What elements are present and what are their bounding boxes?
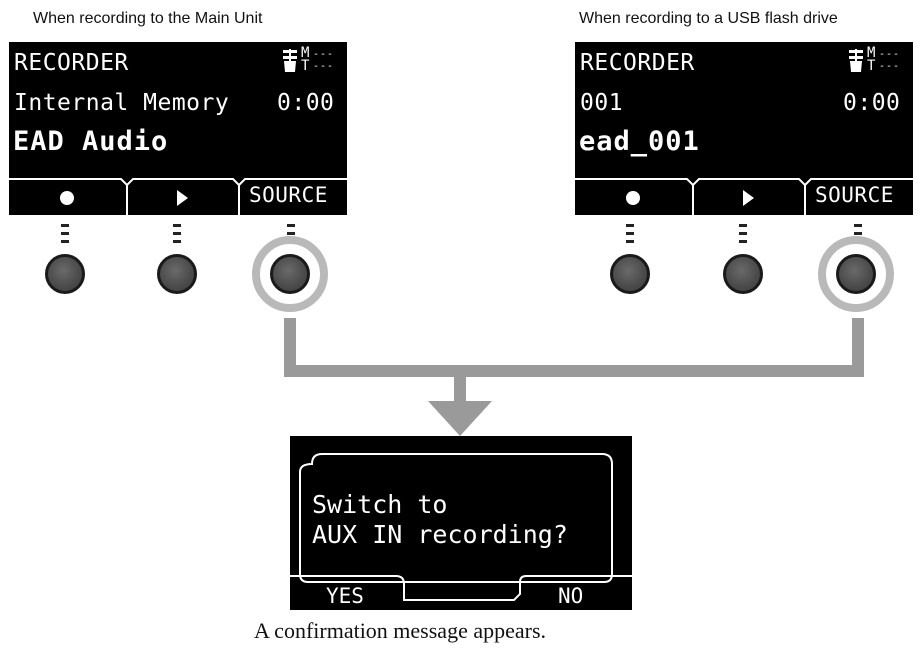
dialog-line-2: AUX IN recording? — [312, 520, 568, 549]
time-display: 0:00 — [843, 90, 901, 116]
play-button-knob[interactable] — [723, 254, 763, 294]
soft-button-bar: SOURCE — [575, 175, 913, 215]
source-label: SOURCE — [249, 183, 328, 207]
status-t: T — [867, 58, 876, 74]
left-caption: When recording to the Main Unit — [33, 10, 263, 27]
bottom-caption: A confirmation message appears. — [254, 618, 547, 643]
status-m: M — [301, 45, 310, 61]
source-button-highlight — [818, 236, 894, 312]
metronome-icon: M T --- --- — [847, 45, 911, 74]
source-button-knob[interactable] — [836, 254, 876, 294]
status-m: M — [867, 45, 876, 61]
time-display: 0:00 — [277, 90, 335, 116]
filename: EAD Audio — [13, 126, 169, 157]
file-number: 001 — [580, 90, 624, 116]
memory-label: Internal Memory — [14, 90, 230, 116]
recorder-title: RECORDER — [14, 50, 129, 76]
source-button-highlight — [252, 236, 328, 312]
no-label: NO — [558, 584, 584, 608]
dialog-line-1: Switch to — [312, 490, 448, 519]
metronome-icon: M T --- --- — [281, 45, 345, 74]
source-label: SOURCE — [815, 183, 894, 207]
source-button-knob[interactable] — [270, 254, 310, 294]
record-button-knob[interactable] — [45, 254, 85, 294]
status-t: T — [301, 58, 310, 74]
right-lcd-screen: RECORDER M T --- --- 001 0:00 ead_001 SO… — [575, 42, 913, 215]
play-icon — [743, 190, 754, 206]
play-icon — [177, 190, 188, 206]
record-icon — [60, 191, 74, 205]
filename: ead_001 — [579, 126, 700, 157]
soft-button-bar: SOURCE — [9, 175, 347, 215]
recorder-title: RECORDER — [580, 50, 695, 76]
right-caption: When recording to a USB flash drive — [579, 10, 838, 27]
left-lcd-screen: RECORDER M T --- --- Internal Memory 0:0… — [9, 42, 347, 215]
play-button-knob[interactable] — [157, 254, 197, 294]
record-button-knob[interactable] — [610, 254, 650, 294]
confirmation-dialog-screen: Switch to AUX IN recording? YES NO — [290, 436, 632, 610]
record-icon — [626, 191, 640, 205]
yes-label: YES — [326, 584, 364, 608]
